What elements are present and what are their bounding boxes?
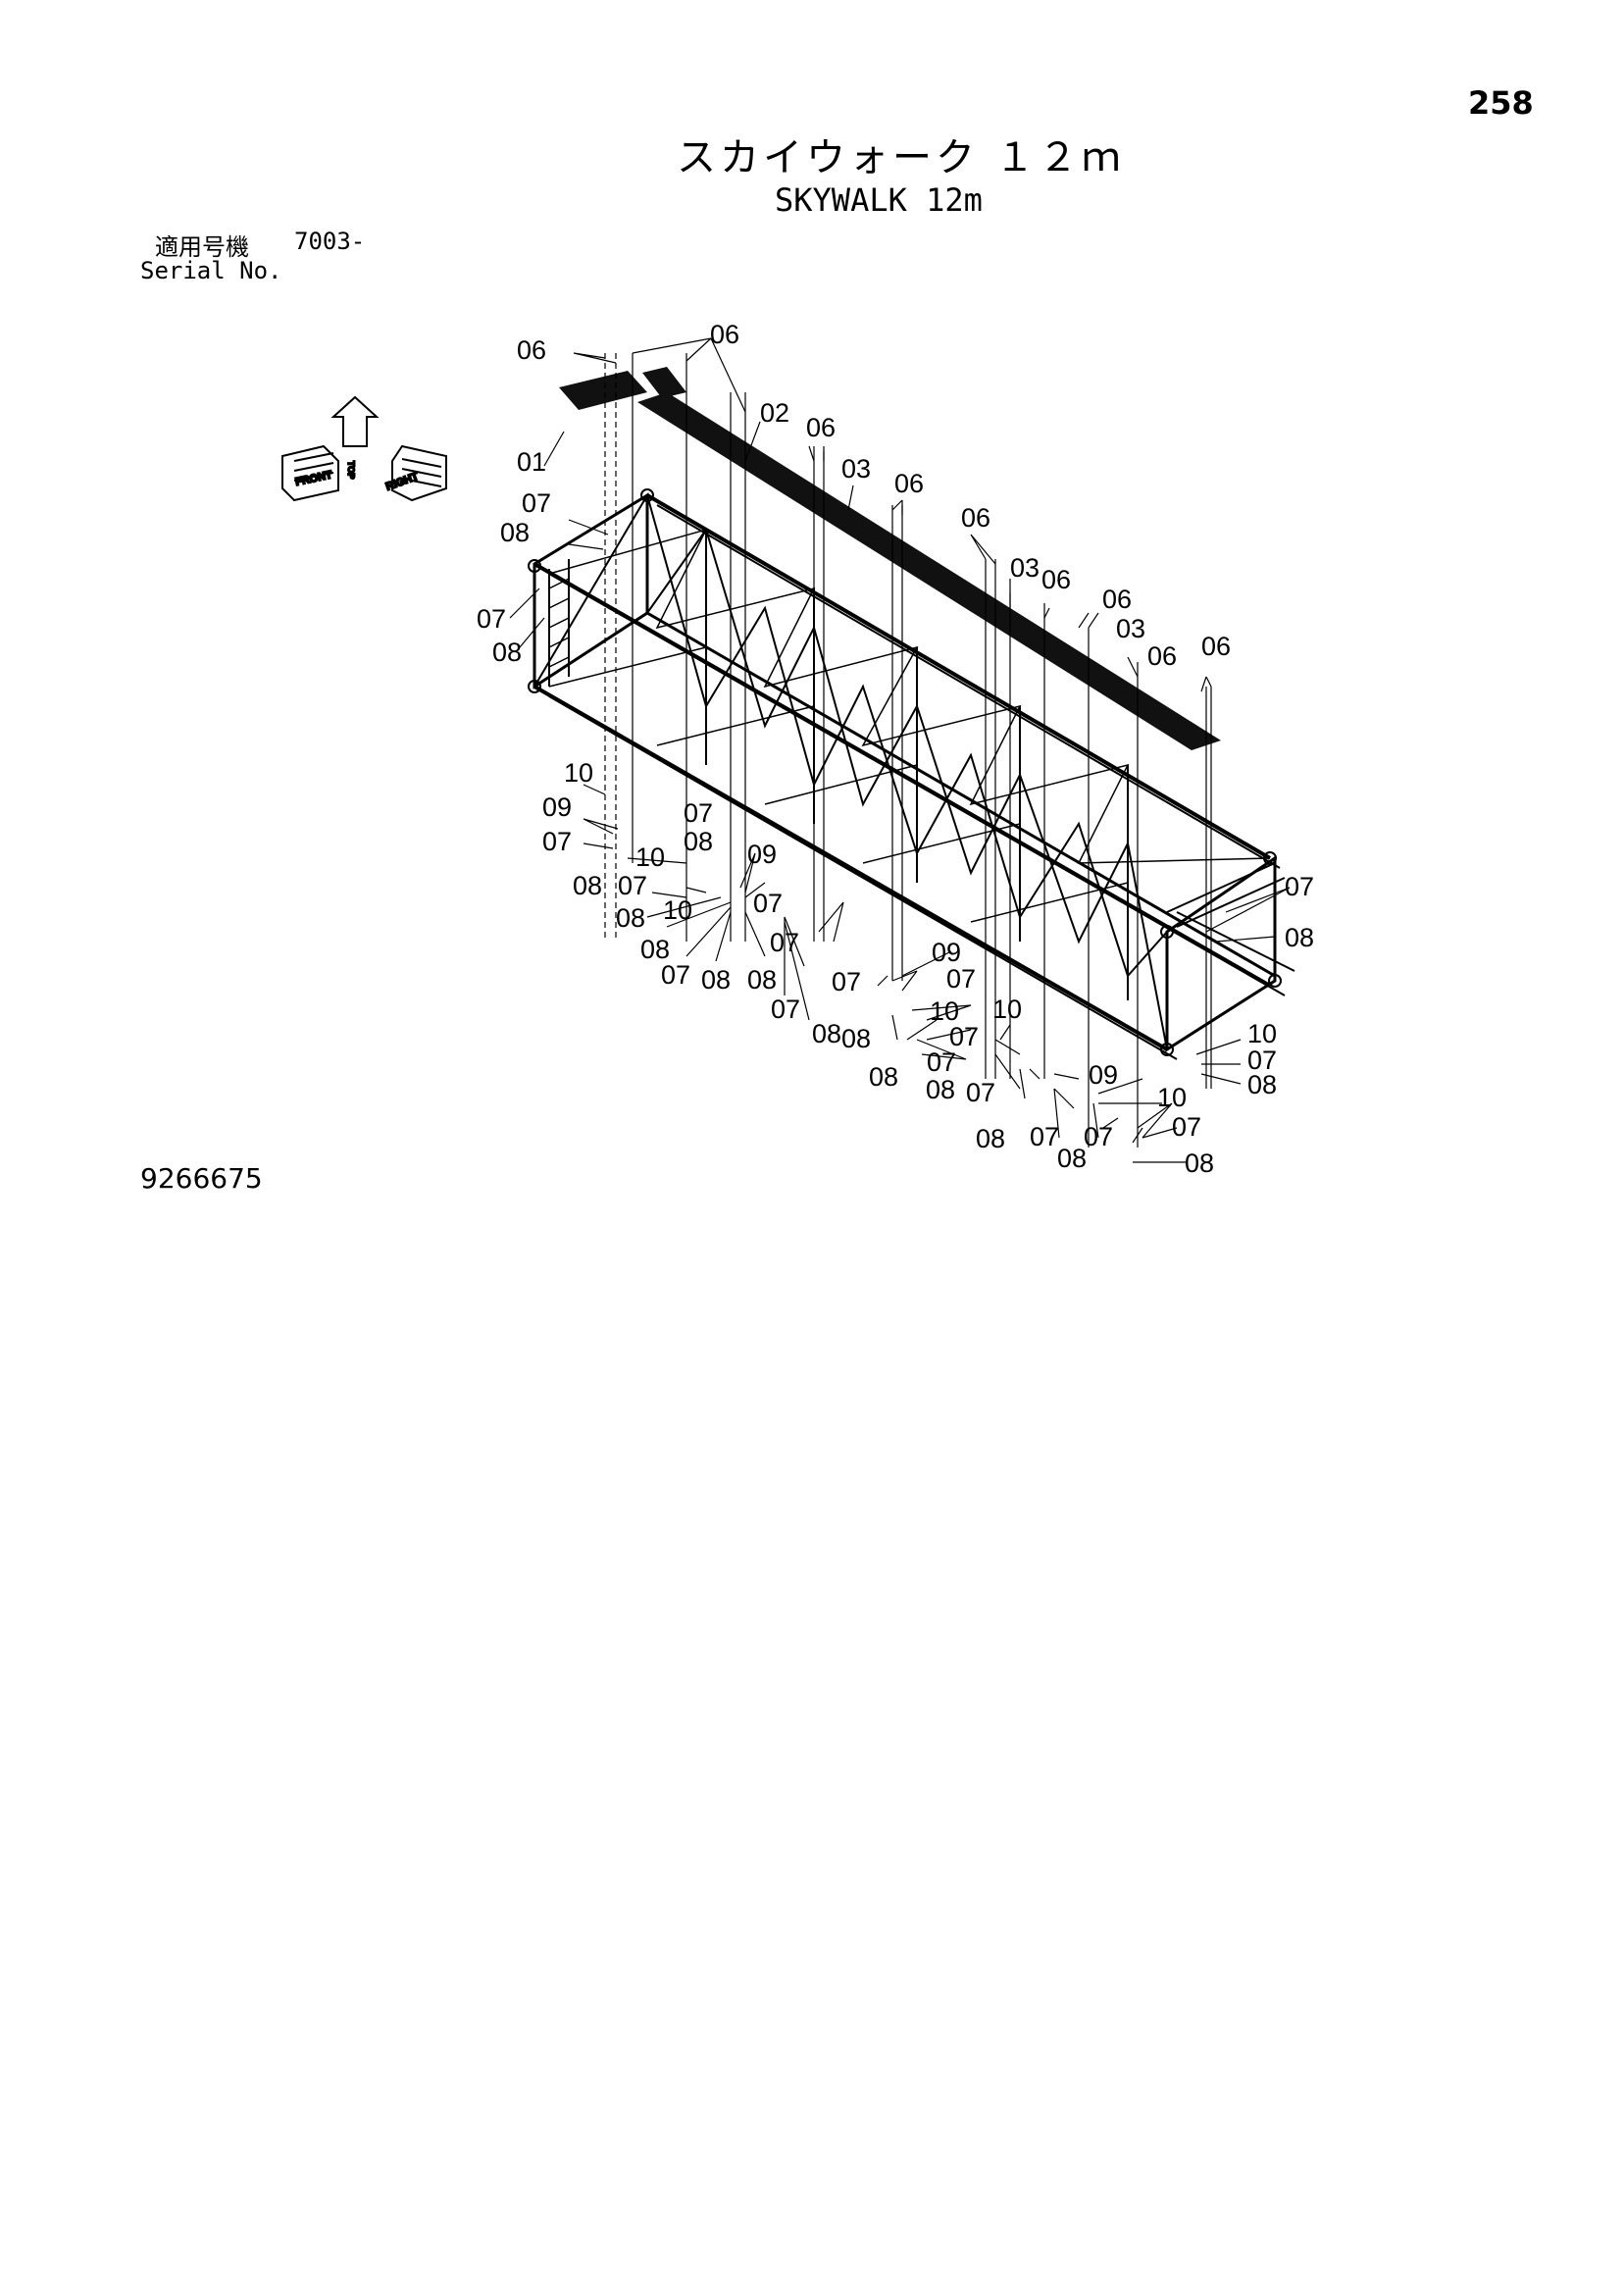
- callout-label: 07: [1285, 872, 1314, 901]
- callout-label: 06: [710, 320, 739, 349]
- callout-label: 07: [542, 827, 572, 856]
- callout-label: 08: [684, 827, 713, 856]
- callout-label: 08: [492, 638, 522, 667]
- drawing-number: 9266675: [140, 1162, 263, 1195]
- callout-label: 07: [1247, 1046, 1277, 1075]
- callout-label: 09: [747, 840, 777, 869]
- compass-top-label: TOP: [346, 461, 356, 479]
- callout-label: 08: [841, 1024, 871, 1053]
- callout-label: 06: [894, 469, 924, 498]
- callout-label: 06: [1102, 585, 1132, 614]
- callout-label: 07: [770, 928, 799, 957]
- title-japanese: スカイウォーク １２ｍ: [677, 135, 1125, 180]
- callout-label: 08: [747, 965, 777, 995]
- callout-label: 03: [841, 454, 871, 484]
- callout-label: 09: [1089, 1060, 1118, 1090]
- page-number: 258: [1468, 84, 1534, 122]
- callout-label: 02: [760, 398, 789, 428]
- callout-label: 08: [701, 965, 731, 995]
- callout-label: 09: [932, 938, 961, 967]
- callout-label: 06: [517, 335, 546, 365]
- callout-label: 07: [927, 1047, 956, 1077]
- callout-label: 07: [832, 967, 861, 996]
- callout-label: 07: [1030, 1122, 1059, 1151]
- callout-label: 06: [1147, 641, 1177, 671]
- callout-label: 08: [1285, 923, 1314, 952]
- callout-label: 10: [564, 758, 593, 788]
- compass-front-label: FRONT: [294, 469, 333, 488]
- compass-right-label: RIGHT: [384, 471, 421, 493]
- callout-label: 10: [992, 995, 1022, 1024]
- callout-label: 07: [946, 964, 976, 994]
- callout-label: 06: [806, 413, 836, 442]
- serial-code: 7003-: [294, 228, 366, 255]
- callout-label: 07: [684, 798, 713, 828]
- callout-label: 03: [1010, 553, 1040, 583]
- callout-label: 10: [930, 996, 959, 1026]
- serial-label-english: Serial No.: [140, 257, 282, 284]
- callout-label: 10: [1247, 1019, 1277, 1048]
- callout-label: 08: [500, 518, 530, 547]
- callout-label: 07: [477, 604, 506, 634]
- callout-label: 07: [618, 871, 647, 900]
- callout-label: 06: [961, 503, 990, 533]
- callout-label: 08: [869, 1062, 898, 1092]
- callout-label: 08: [926, 1075, 955, 1104]
- callout-label: 08: [1185, 1148, 1214, 1178]
- truss-frame: [528, 488, 1295, 1060]
- orientation-compass-icon: FRONT RIGHT TOP: [281, 395, 447, 502]
- callout-label: 07: [966, 1078, 995, 1107]
- callout-label: 07: [949, 1022, 979, 1051]
- callout-label: 07: [771, 995, 800, 1024]
- callout-label: 06: [1201, 632, 1231, 661]
- callout-label: 08: [976, 1124, 1005, 1153]
- callout-label: 10: [635, 842, 665, 872]
- callout-label: 10: [1157, 1083, 1187, 1112]
- callout-label: 09: [542, 792, 572, 822]
- callout-label: 07: [1084, 1122, 1113, 1151]
- callout-label: 01: [517, 447, 546, 477]
- callout-label: 10: [663, 895, 692, 925]
- callout-label: 08: [812, 1019, 841, 1048]
- callout-label: 07: [522, 488, 551, 518]
- title-english: SKYWALK 12m: [775, 181, 983, 219]
- callout-label: 07: [1172, 1112, 1201, 1142]
- callout-label: 03: [1116, 614, 1145, 643]
- callout-label: 08: [1057, 1144, 1087, 1173]
- callout-label: 06: [1041, 565, 1071, 594]
- callout-label: 08: [640, 935, 670, 964]
- callout-label: 07: [753, 889, 783, 918]
- callout-label: 08: [616, 903, 645, 933]
- callout-label: 08: [573, 871, 602, 900]
- callout-label: 07: [661, 960, 690, 990]
- serial-label-japanese: 適用号機: [155, 233, 249, 261]
- callout-label: 08: [1247, 1070, 1277, 1099]
- callout-labels: 06 06 02 06 03 06 06 03 06 06 03 06 06 0…: [477, 320, 1314, 1178]
- walkway-plate: [559, 367, 1221, 750]
- leader-lines: [509, 337, 1291, 1163]
